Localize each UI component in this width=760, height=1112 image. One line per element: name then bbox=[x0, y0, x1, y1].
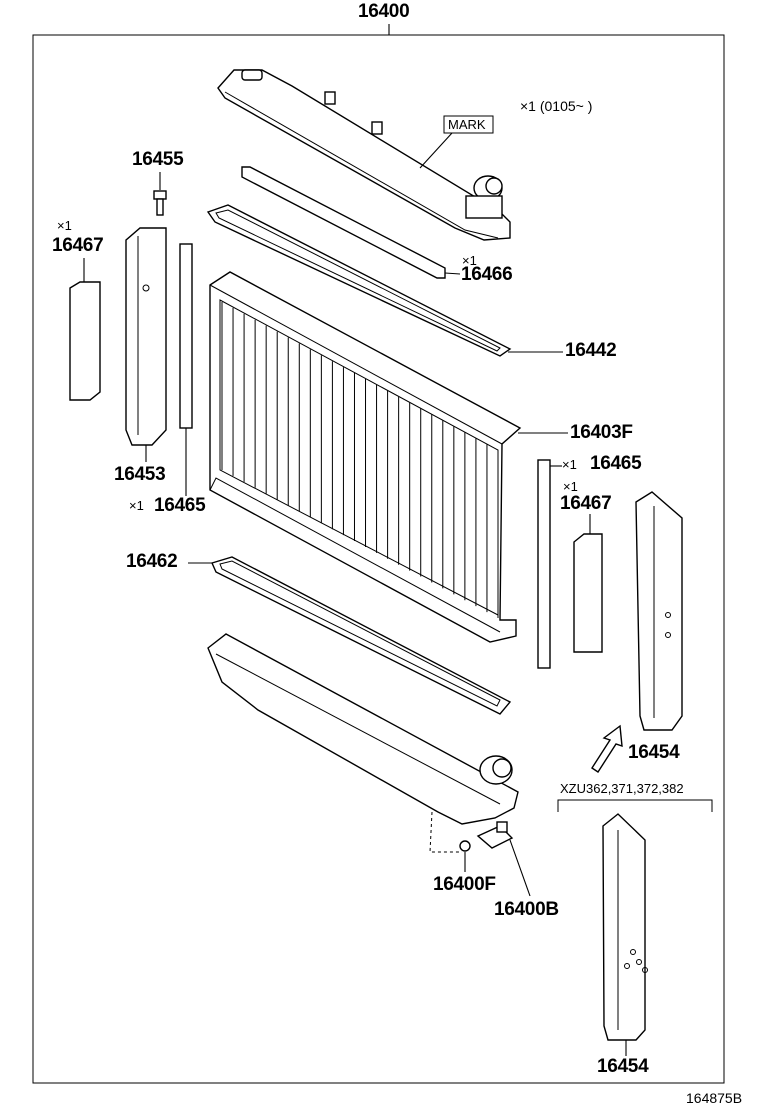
x1-marker-16467-right: ×1 bbox=[563, 479, 578, 494]
part-16400B-drain-cock bbox=[476, 821, 514, 849]
part-16403F-core bbox=[209, 271, 522, 643]
lower-tank bbox=[207, 633, 519, 825]
part-label-16465-right: 16465 bbox=[590, 453, 642, 474]
part-16466-bar bbox=[241, 166, 446, 279]
part-label-16467-right: 16467 bbox=[560, 493, 612, 514]
part-label-16442: 16442 bbox=[565, 340, 617, 361]
mark-box bbox=[443, 115, 494, 134]
variant-note: XZU362,371,372,382 bbox=[560, 781, 684, 796]
part-label-16455: 16455 bbox=[132, 149, 184, 170]
part-16467-right bbox=[573, 533, 603, 653]
assembly-number-label: 16400 bbox=[358, 1, 410, 22]
part-16462-gasket bbox=[211, 556, 512, 715]
date-note: ×1 (0105~ ) bbox=[520, 98, 593, 114]
direction-arrow bbox=[591, 724, 623, 773]
part-16400F-plug bbox=[459, 840, 471, 852]
part-label-16453: 16453 bbox=[114, 464, 166, 485]
part-16442-gasket bbox=[206, 204, 512, 357]
part-label-16466: 16466 bbox=[461, 264, 513, 285]
part-label-16462: 16462 bbox=[126, 551, 178, 572]
x1-marker-16466: ×1 bbox=[462, 253, 477, 268]
diagram-id: 164875B bbox=[686, 1090, 743, 1106]
x1-marker-16465-left: ×1 bbox=[129, 498, 144, 513]
part-16454-lower-bracket bbox=[602, 813, 646, 1041]
part-16465-right bbox=[537, 459, 551, 669]
part-16455-bolt bbox=[153, 190, 167, 216]
x1-marker-16467-left: ×1 bbox=[57, 218, 72, 233]
part-label-16400F: 16400F bbox=[433, 874, 496, 895]
mark-label: MARK bbox=[448, 117, 486, 132]
part-16465-left bbox=[179, 243, 193, 429]
part-label-16400B: 16400B bbox=[494, 899, 559, 920]
assembly-frame bbox=[32, 34, 725, 1084]
part-label-16403F: 16403F bbox=[570, 422, 633, 443]
part-label-16467-left: 16467 bbox=[52, 235, 104, 256]
part-16467-left bbox=[69, 281, 101, 401]
variant-bracket bbox=[557, 799, 713, 812]
part-16454-upper-bracket bbox=[635, 491, 683, 731]
part-label-16465-left: 16465 bbox=[154, 495, 206, 516]
part-16453-bracket bbox=[125, 227, 167, 446]
x1-marker-16465-right: ×1 bbox=[562, 457, 577, 472]
part-label-16454-upper: 16454 bbox=[628, 742, 680, 763]
upper-tank bbox=[217, 69, 511, 241]
part-label-16454-lower: 16454 bbox=[597, 1056, 649, 1077]
